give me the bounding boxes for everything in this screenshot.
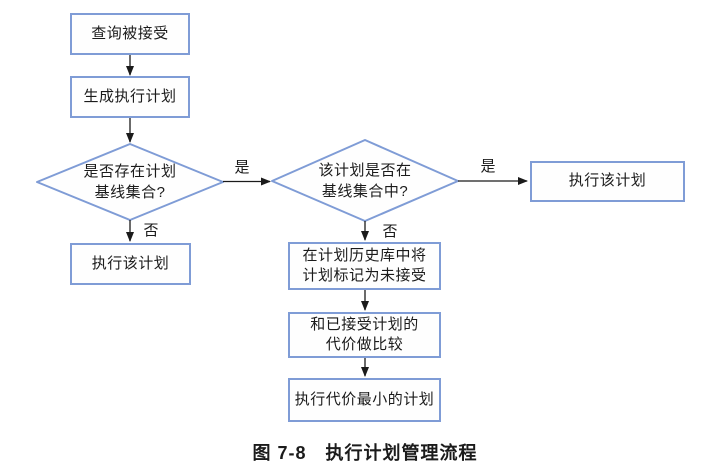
node-execute-min-cost: 执行代价最小的计划 (288, 378, 441, 422)
node-generate-plan-label: 生成执行计划 (83, 87, 177, 105)
node-compare-cost-label: 和已接受计划的 代价做比较 (310, 315, 419, 353)
node-execute-plan-left: 执行该计划 (70, 243, 191, 285)
node-compare-cost: 和已接受计划的 代价做比较 (288, 312, 441, 358)
node-baseline-set-exists-label: 是否存在计划 基线集合? (83, 163, 177, 201)
node-plan-in-baseline-label: 该计划是否在 基线集合中? (318, 162, 412, 200)
node-mark-not-accepted: 在计划历史库中将 计划标记为未接受 (288, 242, 441, 290)
edge-label-decision1-yes: 是 (234, 159, 250, 176)
edge-label-decision1-no: 否 (143, 222, 159, 239)
node-query-accepted-label: 查询被接受 (91, 24, 169, 42)
node-plan-in-baseline: 该计划是否在 基线集合中? (293, 157, 437, 205)
node-generate-plan: 生成执行计划 (70, 76, 190, 118)
node-execute-plan-left-label: 执行该计划 (91, 254, 170, 272)
edge-label-decision2-no: 否 (382, 223, 398, 240)
node-baseline-set-exists: 是否存在计划 基线集合? (58, 158, 202, 206)
edge-label-decision2-yes: 是 (480, 158, 496, 175)
node-execute-min-cost-label: 执行代价最小的计划 (294, 390, 435, 408)
node-mark-not-accepted-label: 在计划历史库中将 计划标记为未接受 (302, 246, 427, 284)
node-execute-plan-right-label: 执行该计划 (568, 172, 647, 190)
node-execute-plan-right: 执行该计划 (530, 161, 685, 202)
node-query-accepted: 查询被接受 (70, 13, 190, 55)
figure-caption: 图 7-8 执行计划管理流程 (252, 443, 478, 463)
